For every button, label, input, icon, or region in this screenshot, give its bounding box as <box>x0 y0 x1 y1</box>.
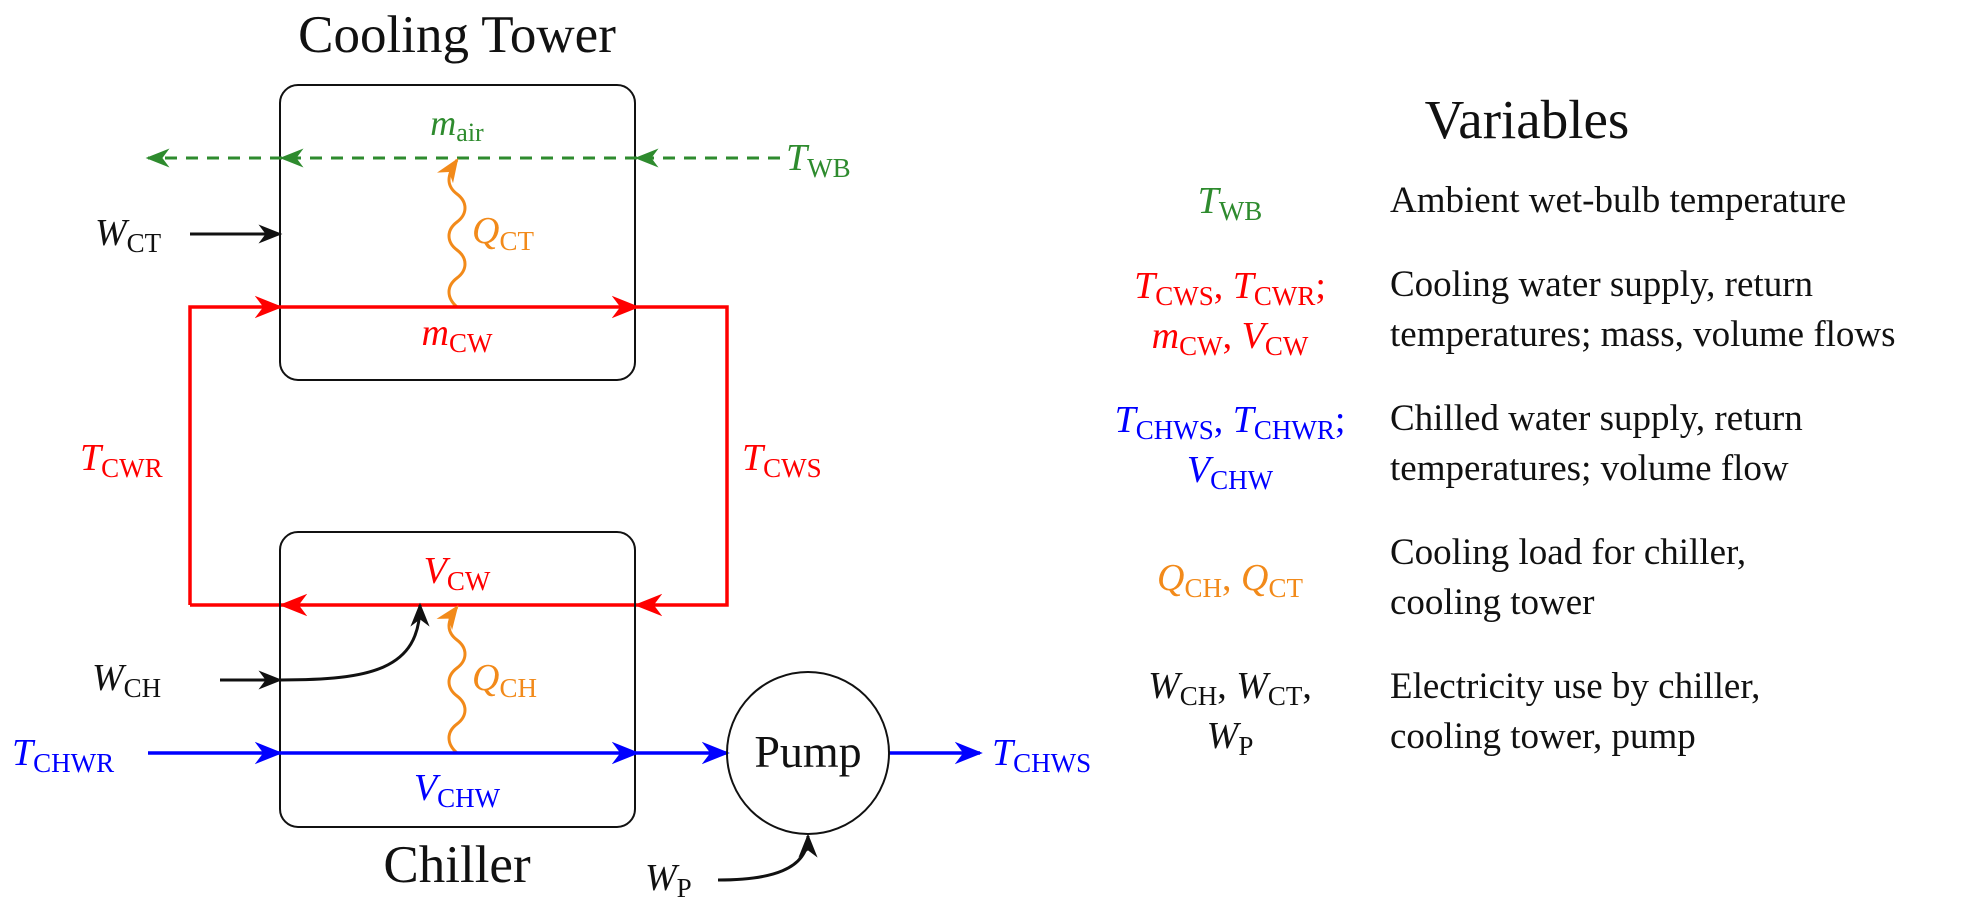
legend-desc-twb: Ambient wet-bulb temperature <box>1390 180 1846 221</box>
legend-title: Variables <box>1425 89 1630 150</box>
legend-symbol-chilled-water-line2: VCHW <box>1187 449 1274 495</box>
legend-symbol-electricity-line1: WCH, WCT, <box>1148 665 1312 711</box>
w-p-arrow <box>717 833 818 882</box>
w-ch-label: WCH <box>92 657 161 703</box>
legend-symbol-cooling-load: QCH, QCT <box>1157 557 1303 603</box>
m-air-label: mair <box>430 103 484 147</box>
legend-desc-cooling-water-line1: Cooling water supply, return <box>1390 264 1813 305</box>
legend-desc-electricity-line2: cooling tower, pump <box>1390 716 1696 757</box>
t-cws-label: TCWS <box>742 437 822 483</box>
t-cwr-label: TCWR <box>80 437 163 483</box>
w-p-label: WP <box>645 857 692 903</box>
legend-desc-chilled-water-line1: Chilled water supply, return <box>1390 398 1803 439</box>
t-wb-label: TWB <box>786 137 851 183</box>
legend-desc-electricity-line1: Electricity use by chiller, <box>1390 666 1760 707</box>
q-ch-label: QCH <box>472 657 537 703</box>
w-ch-arrow <box>220 602 430 682</box>
legend-desc-cooling-water-line2: temperatures; mass, volume flows <box>1390 314 1896 355</box>
t-chws-label: TCHWS <box>992 732 1091 778</box>
chiller-title: Chiller <box>383 836 531 894</box>
q-ch-heat-arrow <box>436 605 467 755</box>
q-ct-heat-arrow <box>437 158 467 309</box>
legend-symbol-cooling-water-line2: mCW, VCW <box>1152 315 1309 361</box>
legend-desc-chilled-water-line2: temperatures; volume flow <box>1390 448 1789 489</box>
v-chw-label: VCHW <box>414 767 501 813</box>
legend-symbol-electricity-line2: WP <box>1207 715 1254 761</box>
m-cw-label: mCW <box>422 312 493 358</box>
pump-label: Pump <box>754 726 861 777</box>
legend-symbol-twb: TWB <box>1198 180 1263 226</box>
cooling-tower-title: Cooling Tower <box>298 6 616 64</box>
w-ct-label: WCT <box>95 212 162 258</box>
q-ct-label: QCT <box>472 210 534 256</box>
t-chwr-label: TCHWR <box>12 732 114 778</box>
legend-desc-cooling-load-line1: Cooling load for chiller, <box>1390 532 1746 573</box>
cooling-water-loop <box>188 295 729 617</box>
legend-symbol-chilled-water-line1: TCHWS, TCHWR; <box>1115 399 1346 445</box>
legend-symbol-cooling-water-line1: TCWS, TCWR; <box>1134 265 1326 311</box>
legend-desc-cooling-load-line2: cooling tower <box>1390 582 1594 623</box>
v-cw-label: VCW <box>424 550 491 596</box>
